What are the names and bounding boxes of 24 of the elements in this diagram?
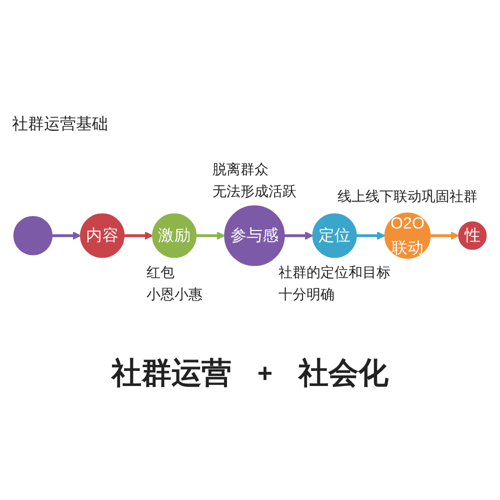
arrow xyxy=(196,231,225,240)
note-text: 脱离群众 xyxy=(212,160,270,179)
node-circle: 性 xyxy=(458,221,487,250)
note-text: 社群运营基础 xyxy=(12,114,108,135)
arrow xyxy=(284,231,314,240)
arrow xyxy=(52,231,81,240)
arrow xyxy=(430,231,460,240)
arrow xyxy=(124,231,153,240)
node-circle: 参与感 xyxy=(224,205,285,266)
note-text: 红包 xyxy=(146,263,176,282)
heading-text: 社群运营 xyxy=(111,356,232,392)
node-circle: 激励 xyxy=(152,213,197,258)
plus-sign: + xyxy=(257,358,273,390)
arrow xyxy=(356,231,386,240)
note-text: 小恩小惠 xyxy=(146,285,202,304)
note-text: 线上线下联动巩固社群 xyxy=(338,187,478,206)
node-circle: O2O 联动 xyxy=(384,212,431,259)
node-circle: 定位 xyxy=(312,213,357,258)
heading-text: 社会化 xyxy=(298,356,389,392)
node-circle xyxy=(13,216,53,256)
node-circle: 内容 xyxy=(80,213,125,258)
note-text: 无法形成活跃 xyxy=(212,182,296,201)
note-text: 社群的定位和目标 xyxy=(278,263,391,282)
note-text: 十分明确 xyxy=(278,285,336,304)
